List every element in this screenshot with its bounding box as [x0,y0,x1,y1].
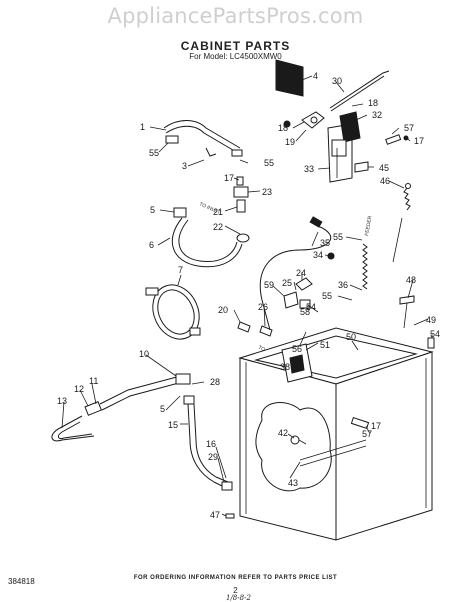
callout-25: 25 [282,278,292,288]
callout-20: 20 [218,305,228,315]
cabinet [238,327,434,541]
callout-15: 15 [168,420,178,430]
callout-48: 48 [406,275,416,285]
part-15-hose [183,395,233,491]
part-6-hose: TO INLET [171,201,243,268]
model-subtitle: For Model: LC4500XMW0 [189,52,282,61]
callout-55-a: 55 [149,148,159,158]
part-57-pin-lower [350,417,370,429]
part-54-screw [427,337,435,349]
part-33-bracket [327,111,361,183]
callout-19: 19 [285,137,295,147]
callout-57-b: 57 [362,429,372,439]
callout-21: 21 [213,207,223,217]
part-23-fitting [233,176,250,243]
callout-35: 35 [320,238,330,248]
callout-54-a: 54 [306,302,316,312]
callout-42: 42 [278,428,288,438]
callout-23: 23 [262,187,272,197]
callout-1: 1 [140,122,145,132]
callout-28: 28 [210,377,220,387]
callout-5-upper: 5 [150,205,155,215]
callout-17-a: 17 [224,173,234,183]
callout-18-b: 18 [368,98,378,108]
callout-51: 51 [320,340,330,350]
callout-5-lower: 5 [160,404,165,414]
callout-38: 38 [280,362,290,372]
part-1-hose [163,120,243,157]
callout-33: 33 [304,164,314,174]
callout-26: 26 [258,302,268,312]
part-47-screw [225,513,235,519]
part-10-drain-hose [51,373,191,442]
part-46-spring [392,183,411,263]
callout-3: 3 [182,161,187,171]
callout-55-b: 55 [264,158,274,168]
callout-47: 47 [210,510,220,520]
callout-numbers: 1 3 4 5 5 6 7 10 11 12 13 15 16 17 17 17… [57,71,440,520]
callout-43: 43 [288,478,298,488]
callout-36: 36 [338,280,348,290]
diagram-code: 384818 [8,577,35,586]
callout-34: 34 [313,250,323,260]
callout-58: 58 [300,307,310,317]
watermark: AppliancePartsPros.com [107,4,364,28]
part-36-spring: FEEDER [362,215,374,290]
page-title: CABINET PARTS [180,39,291,53]
part-30-rod [329,70,390,112]
callout-17-c: 17 [371,421,381,431]
callout-13: 13 [57,396,67,406]
callout-4: 4 [313,71,318,81]
callout-46: 46 [380,176,390,186]
handwritten-mark: 1/8-8-2 [226,594,251,602]
callout-57-a: 57 [404,123,414,133]
part-4-panel [275,59,304,97]
feeder-label: FEEDER [364,215,373,236]
part-56-controls [281,343,313,383]
leader-lines [61,75,433,517]
callout-11: 11 [89,376,98,386]
callout-7: 7 [178,265,183,275]
part-42-knob [290,435,307,445]
callout-17-b: 17 [414,136,424,146]
ordering-note: FOR ORDERING INFORMATION REFER TO PARTS … [133,575,338,581]
callout-55-c: 55 [333,232,343,242]
callout-12: 12 [74,384,84,394]
part-7-coil-hose [145,284,201,340]
callout-56: 56 [292,344,302,354]
part-57-pin [385,134,409,145]
part-48-bracket [399,295,415,329]
callout-59: 59 [264,280,274,290]
callout-50: 50 [346,332,356,342]
part-19-clip [283,111,325,129]
callout-54-b: 54 [430,329,440,339]
parts-24-25-clips [283,277,313,309]
callout-49: 49 [426,315,436,325]
callout-29: 29 [208,452,218,462]
callout-32: 32 [372,110,382,120]
callout-16: 16 [206,439,216,449]
callout-24: 24 [296,268,306,278]
callout-55-d: 55 [322,291,332,301]
callout-45: 45 [379,163,389,173]
page-number: 2 [233,586,238,595]
callout-30: 30 [332,76,342,86]
callout-6: 6 [149,240,154,250]
callout-18-a: 18 [278,123,288,133]
part-45-clip [354,161,369,173]
part-35-cord [259,216,335,331]
callout-22: 22 [213,222,223,232]
callout-10: 10 [139,349,149,359]
